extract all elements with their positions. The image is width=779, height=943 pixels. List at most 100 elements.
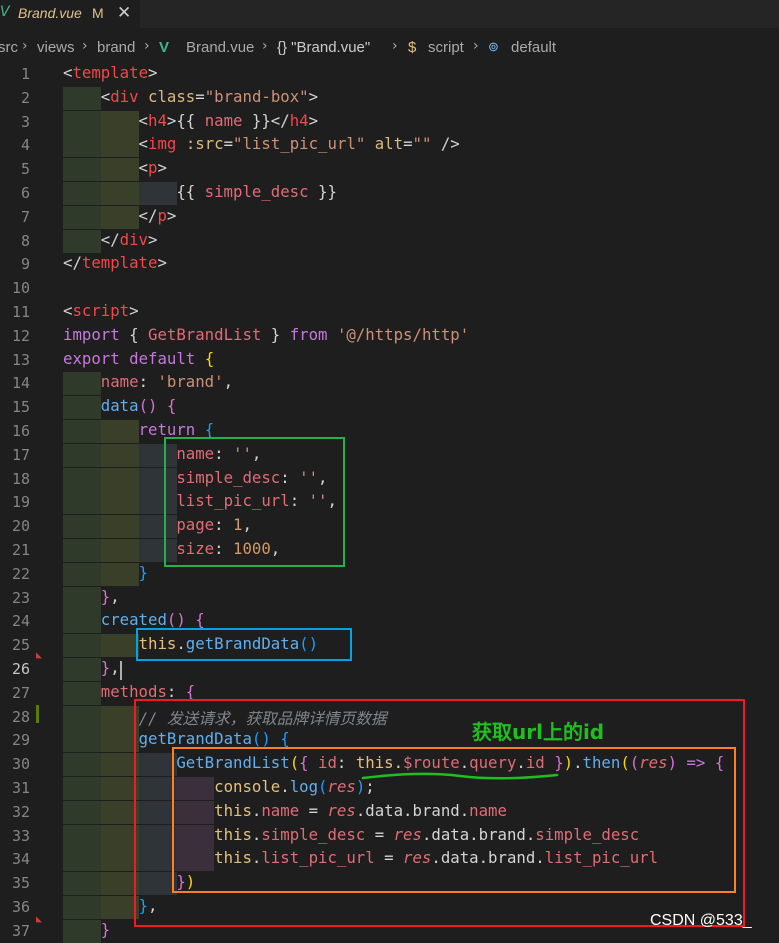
breadcrumb-item-default[interactable]: default <box>511 39 557 56</box>
code-token: > <box>308 110 319 130</box>
line-number: 27 <box>11 683 30 702</box>
indent-guide <box>63 396 101 420</box>
code-token: simple_desc <box>261 824 366 844</box>
code-token: /> <box>431 134 460 154</box>
code-editor[interactable]: 1<template>2 <div class="brand-box">3 <h… <box>0 62 779 943</box>
code-token: data <box>100 396 139 416</box>
code-line: }, <box>63 896 158 915</box>
code-token: res <box>393 824 422 844</box>
code-token <box>63 396 101 415</box>
breadcrumb-item-file[interactable]: Brand.vue <box>186 39 255 56</box>
indent-guide <box>100 800 139 824</box>
code-token: : <box>280 467 300 487</box>
code-line: import { GetBrandList } from '@/https/ht… <box>63 325 469 344</box>
code-line: </div> <box>63 229 158 249</box>
code-token: query <box>469 753 517 773</box>
code-token: "brand-box" <box>204 86 309 106</box>
line-number: 6 <box>20 184 30 202</box>
indent-guide <box>63 729 101 753</box>
indent-guide <box>100 539 139 562</box>
indent-guide <box>100 134 139 158</box>
code-line: GetBrandList({ id: this.$route.query.id … <box>63 753 724 772</box>
code-token: default <box>129 348 196 368</box>
code-token: console <box>214 777 281 796</box>
breadcrumb-item-views[interactable]: views <box>37 39 75 56</box>
code-token: } <box>100 658 111 677</box>
line-number: 8 <box>20 231 30 250</box>
code-line: }) <box>63 872 195 891</box>
indent-guide <box>100 515 139 539</box>
code-line: // 发送请求，获取品牌详情页数据 <box>63 706 387 729</box>
code-token: {{ <box>63 182 205 201</box>
underline-annotation <box>361 772 559 780</box>
code-token: }}</ <box>242 110 290 130</box>
indent-guide <box>63 848 101 872</box>
code-line: this.list_pic_url = res.data.brand.list_… <box>63 848 658 867</box>
tab-modified-indicator: M <box>92 5 104 21</box>
indent-guide <box>100 205 139 229</box>
code-token: template <box>81 253 158 273</box>
indent-guide <box>100 110 139 134</box>
code-token <box>63 777 214 796</box>
code-token <box>195 349 204 368</box>
indent-guide <box>100 420 139 443</box>
line-number: 28 <box>11 707 30 726</box>
code-token: { <box>204 348 215 368</box>
indent-guide <box>100 824 139 848</box>
code-token: log <box>289 777 319 796</box>
breadcrumb-item-script[interactable]: script <box>428 39 464 56</box>
code-token <box>63 610 101 629</box>
code-token <box>63 896 139 915</box>
breadcrumb-item-brand[interactable]: brand <box>97 39 136 56</box>
tab-brand-vue[interactable]: V Brand.vue M ✕ <box>0 0 140 28</box>
tab-bar: V Brand.vue M ✕ <box>0 0 779 28</box>
code-token: name <box>204 110 243 130</box>
code-token <box>63 920 101 939</box>
code-token: list_pic_url <box>261 848 375 868</box>
code-token: } <box>176 872 186 892</box>
code-line: data() { <box>63 396 177 416</box>
indent-guide <box>100 848 139 872</box>
indent-guide <box>100 634 139 658</box>
code-token: </ <box>63 205 158 225</box>
code-token: , <box>223 372 234 392</box>
code-token: "list_pic_url" <box>233 134 366 154</box>
code-line: } <box>63 920 110 939</box>
breadcrumb-item-src[interactable]: src <box>0 39 18 56</box>
close-icon[interactable]: ✕ <box>117 3 132 23</box>
code-token: , <box>242 515 252 535</box>
indent-guide <box>63 919 101 943</box>
code-token: : <box>214 443 234 463</box>
code-token: '@/https/http' <box>336 324 470 344</box>
code-token <box>63 420 139 439</box>
code-token: name <box>261 800 300 820</box>
indent-guide <box>63 634 101 658</box>
line-number: 35 <box>11 874 30 893</box>
code-token: , <box>318 467 328 487</box>
code-token: class <box>148 86 196 106</box>
code-token: >{{ <box>166 110 205 130</box>
code-token: div <box>119 229 149 249</box>
code-token: , <box>327 491 337 511</box>
indent-guide <box>63 467 101 491</box>
code-token: simple_desc <box>204 182 309 201</box>
fold-marker-icon: ◣ <box>36 650 43 661</box>
code-token: > <box>157 158 167 178</box>
code-line: list_pic_url: '', <box>63 491 337 510</box>
indent-guide <box>63 229 101 253</box>
line-number: 5 <box>20 160 30 179</box>
indent-guide <box>63 753 101 777</box>
code-token: > <box>308 86 319 106</box>
code-token: script <box>72 301 130 320</box>
breadcrumb-item-module[interactable]: {} "Brand.vue" <box>277 39 371 56</box>
indent-guide <box>63 515 101 539</box>
indent-guide <box>63 610 101 634</box>
code-token: ) <box>355 777 366 796</box>
code-token: div <box>110 86 139 106</box>
code-token: > <box>157 253 167 273</box>
code-token: }} <box>308 182 337 201</box>
code-line: methods: { <box>63 682 195 701</box>
code-token: GetBrandList <box>148 324 262 344</box>
indent-guide <box>100 872 139 896</box>
code-line: return { <box>63 420 215 439</box>
